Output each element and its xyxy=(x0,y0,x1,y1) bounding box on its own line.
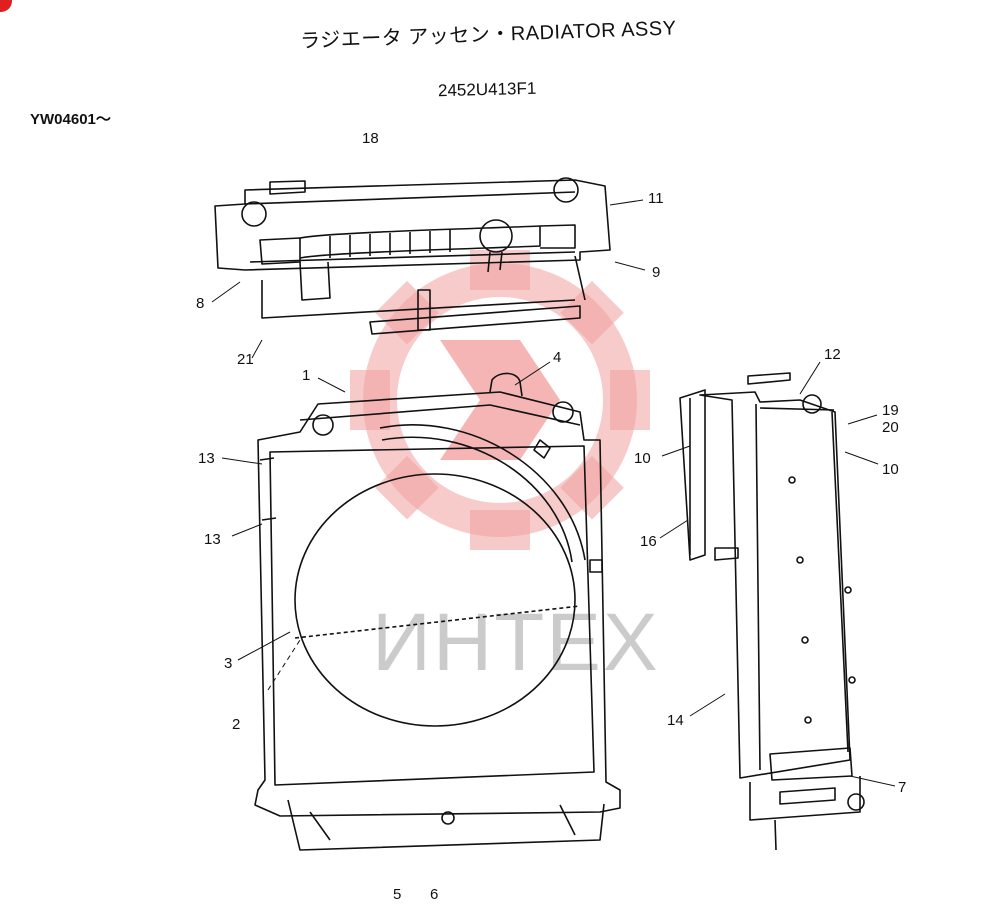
callout-10-left: 10 xyxy=(634,450,651,467)
callout-4: 4 xyxy=(553,349,562,366)
callout-13-lower: 13 xyxy=(204,531,221,548)
watermark-text: ИНТЕХ xyxy=(372,597,660,688)
callout-20: 20 xyxy=(882,419,899,436)
callout-13-upper: 13 xyxy=(198,450,215,467)
callout-10-right: 10 xyxy=(882,461,899,478)
upper-shroud-assembly xyxy=(214,177,611,335)
callout-12: 12 xyxy=(824,346,841,363)
callout-14: 14 xyxy=(667,712,684,729)
callout-2: 2 xyxy=(232,716,241,733)
leader-lines xyxy=(211,199,896,787)
callout-8: 8 xyxy=(196,295,205,312)
radiator-shroud xyxy=(254,372,621,851)
callout-9: 9 xyxy=(652,264,661,281)
callout-11: 11 xyxy=(648,190,664,207)
callout-16: 16 xyxy=(640,533,657,550)
callout-1: 1 xyxy=(302,367,311,384)
callout-19: 19 xyxy=(882,402,899,419)
callout-3: 3 xyxy=(224,655,233,672)
callout-5: 5 xyxy=(393,886,402,903)
side-panels xyxy=(679,372,865,851)
serial-range: YW04601〜 xyxy=(30,111,111,128)
callout-6: 6 xyxy=(430,886,439,903)
callout-18: 18 xyxy=(362,130,379,147)
callout-7: 7 xyxy=(898,779,907,796)
callout-21: 21 xyxy=(237,351,254,368)
